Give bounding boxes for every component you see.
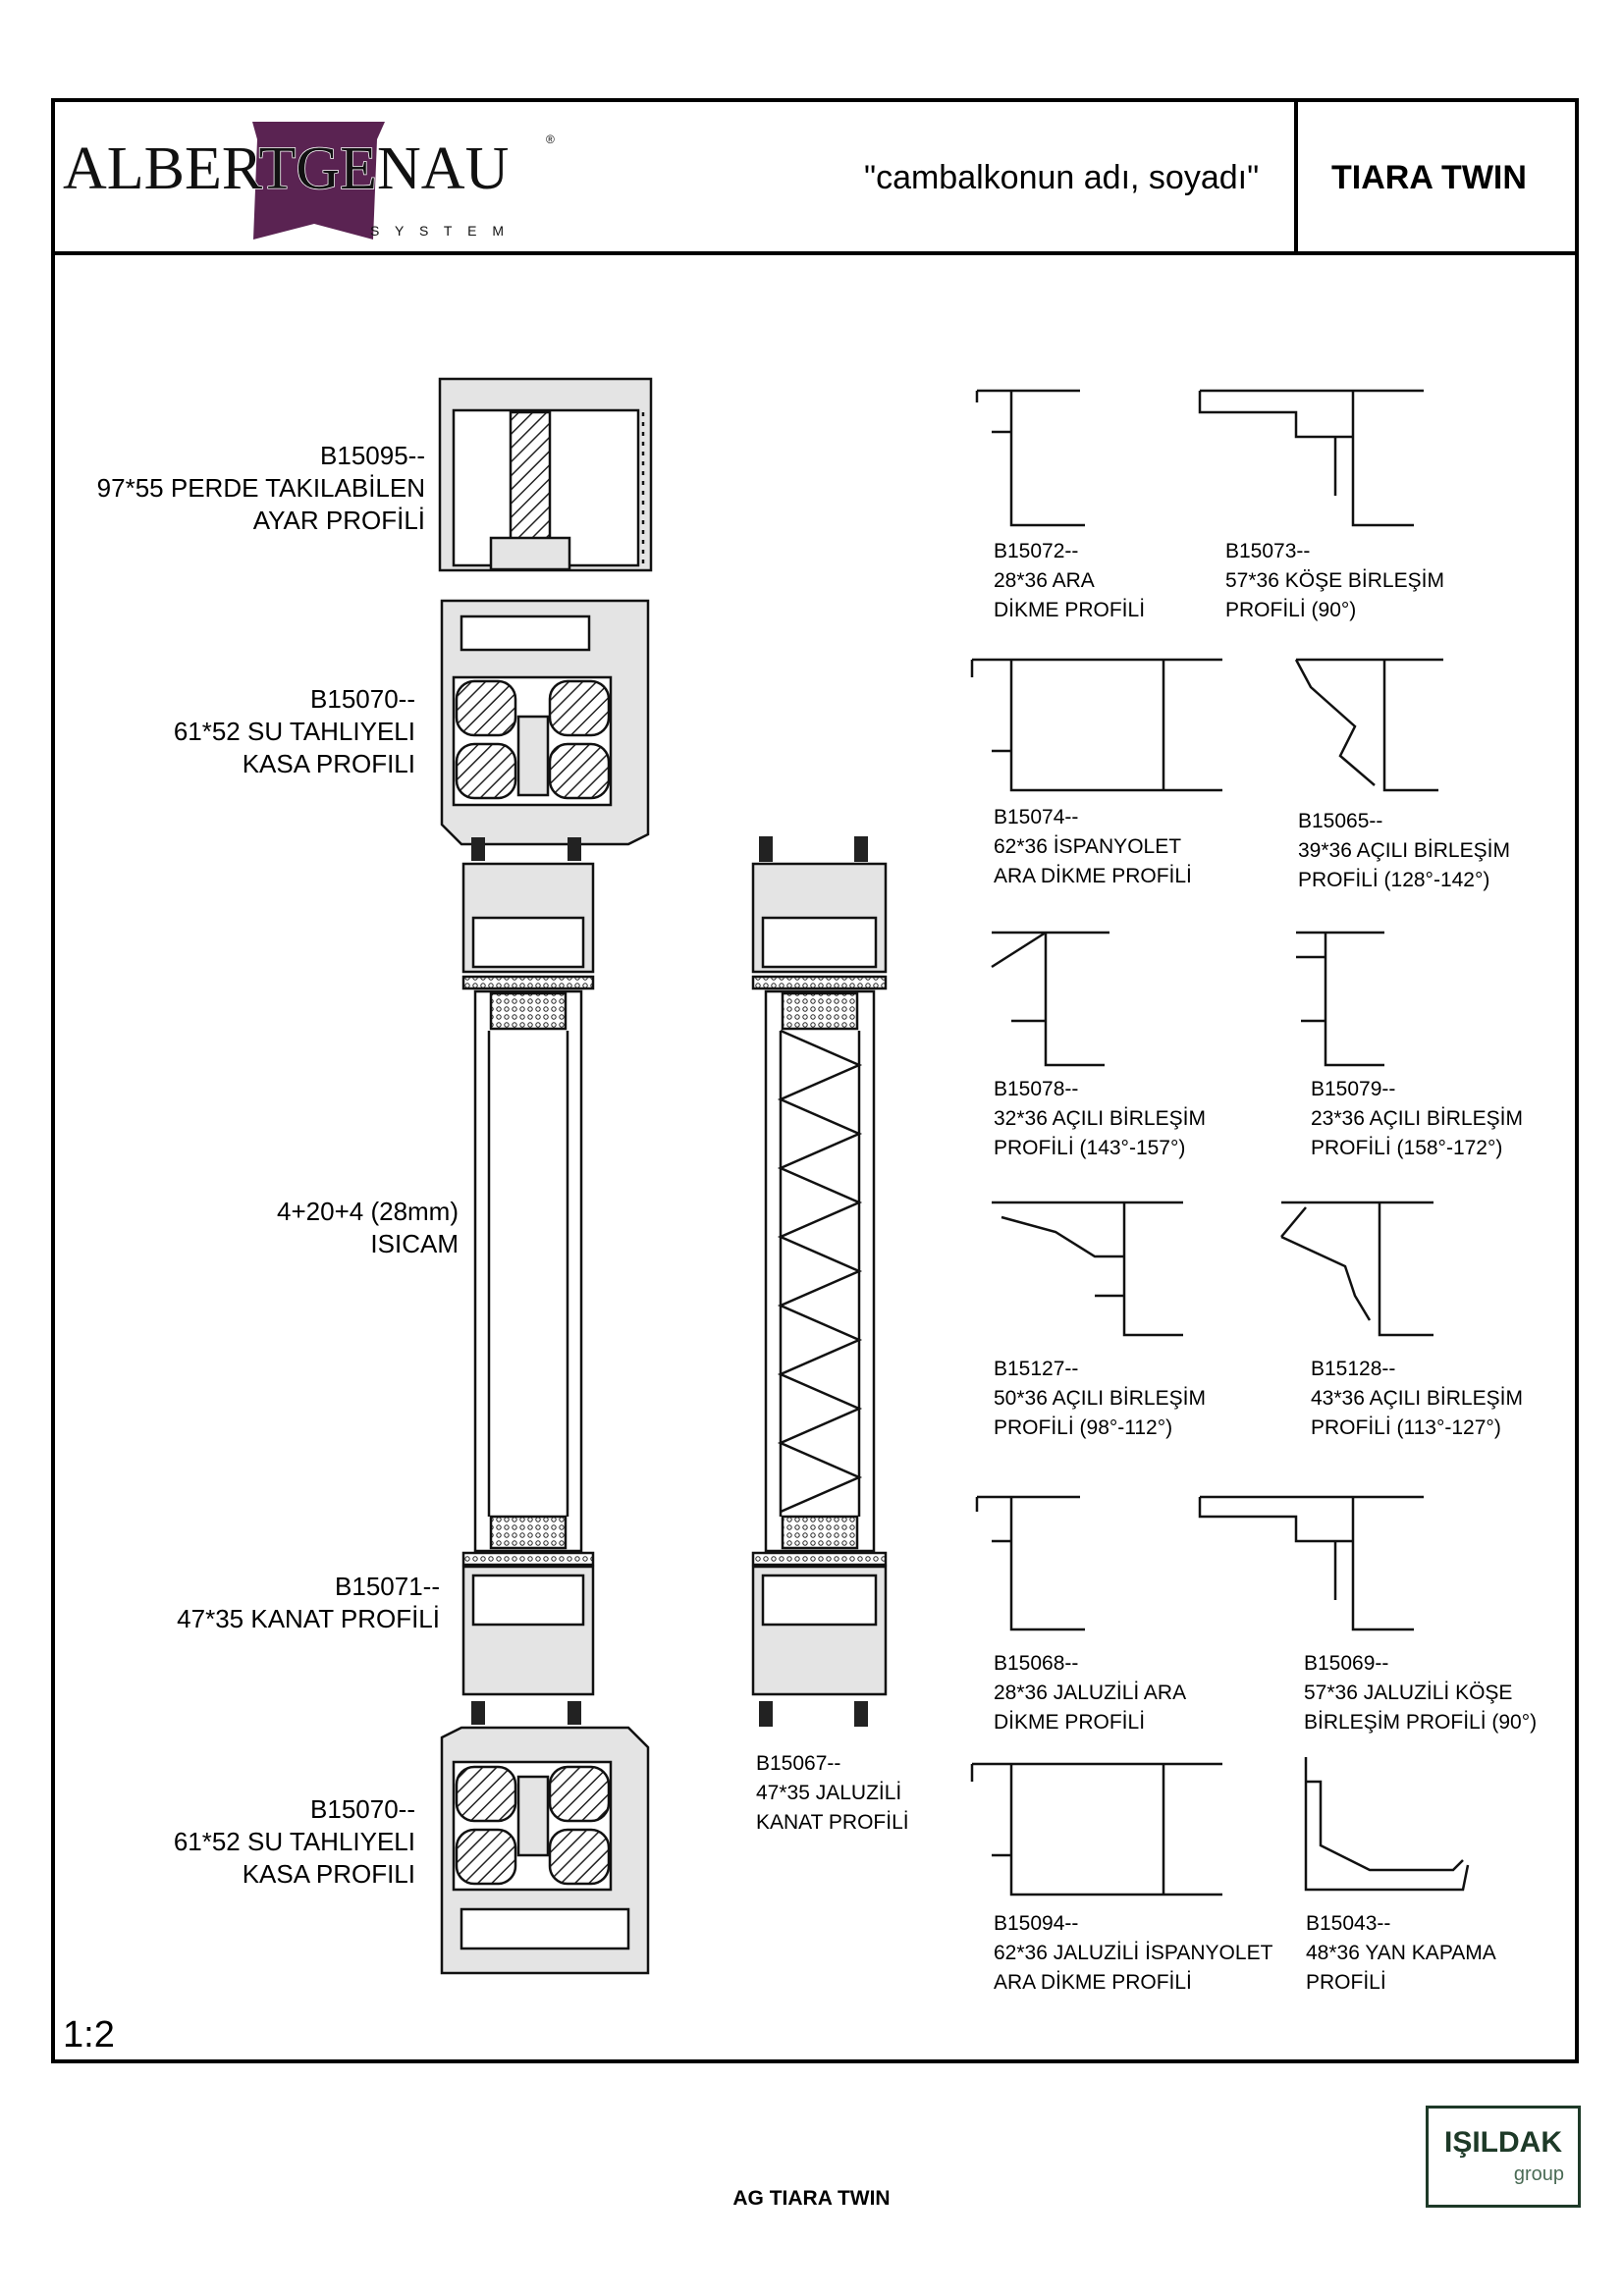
lower-frame-profile — [440, 1726, 650, 1975]
profile-b15065 — [1294, 658, 1443, 792]
profile-b15073 — [1198, 389, 1424, 527]
isildak-sub: group — [1513, 2163, 1564, 2185]
svg-text:ALBERTGENAU: ALBERTGENAU — [63, 135, 509, 202]
brush-seals — [471, 836, 868, 1727]
isildak-name: IŞILDAK — [1444, 2126, 1562, 2159]
profile-b15043 — [1304, 1757, 1470, 1892]
header-divider — [51, 251, 1579, 255]
upper-frame-profile — [440, 599, 650, 846]
scale-label: 1:2 — [63, 2014, 115, 2056]
label-sash-profile: B15071-- 47*35 KANAT PROFİLİ — [177, 1572, 440, 1633]
profile-b15079 — [1296, 931, 1384, 1067]
footer-title: AG TIARA TWIN — [732, 2187, 891, 2210]
profile-sections — [970, 389, 1470, 1896]
profile-b15069 — [1198, 1495, 1424, 1631]
isildak-group-logo: IŞILDAK group — [1426, 2106, 1581, 2208]
label-louvred-sash-profile: B15067-- 47*35 JALUZİLİ KANAT PROFİLİ — [756, 1752, 909, 1834]
drawing-frame — [51, 98, 1579, 2063]
glazed-sash — [461, 862, 595, 1696]
project-name: "cambalkonun adı, soyadı" — [864, 159, 1260, 196]
albertgenau-logo: ALBERTGENAU ® S Y S T E M — [62, 122, 555, 240]
svg-text:®: ® — [546, 133, 555, 146]
label-lower-frame-profile: B15070-- 61*52 SU TAHLIYELI KASA PROFILI — [173, 1794, 415, 1889]
louvred-sash — [751, 862, 888, 1696]
profile-b15074 — [970, 658, 1222, 792]
profile-b15094 — [970, 1762, 1222, 1896]
logo-mark — [252, 122, 385, 240]
top-adjustment-profile — [438, 377, 653, 572]
label-top-adjustment-profile: B15095-- 97*55 PERDE TAKILABİLEN AYAR PR… — [96, 441, 425, 535]
title-divider — [1294, 98, 1298, 253]
profile-b15127 — [992, 1201, 1183, 1337]
profile-b15078 — [991, 931, 1109, 1067]
label-upper-frame-profile: B15070-- 61*52 SU TAHLIYELI KASA PROFILI — [173, 684, 415, 778]
system-name: TIARA TWIN — [1331, 159, 1527, 196]
profile-b15128 — [1280, 1201, 1434, 1337]
label-glass: 4+20+4 (28mm) ISICAM — [277, 1197, 459, 1258]
profile-b15072 — [975, 389, 1085, 527]
profile-b15068 — [975, 1495, 1085, 1631]
svg-text:S Y S T E M: S Y S T E M — [370, 223, 510, 239]
